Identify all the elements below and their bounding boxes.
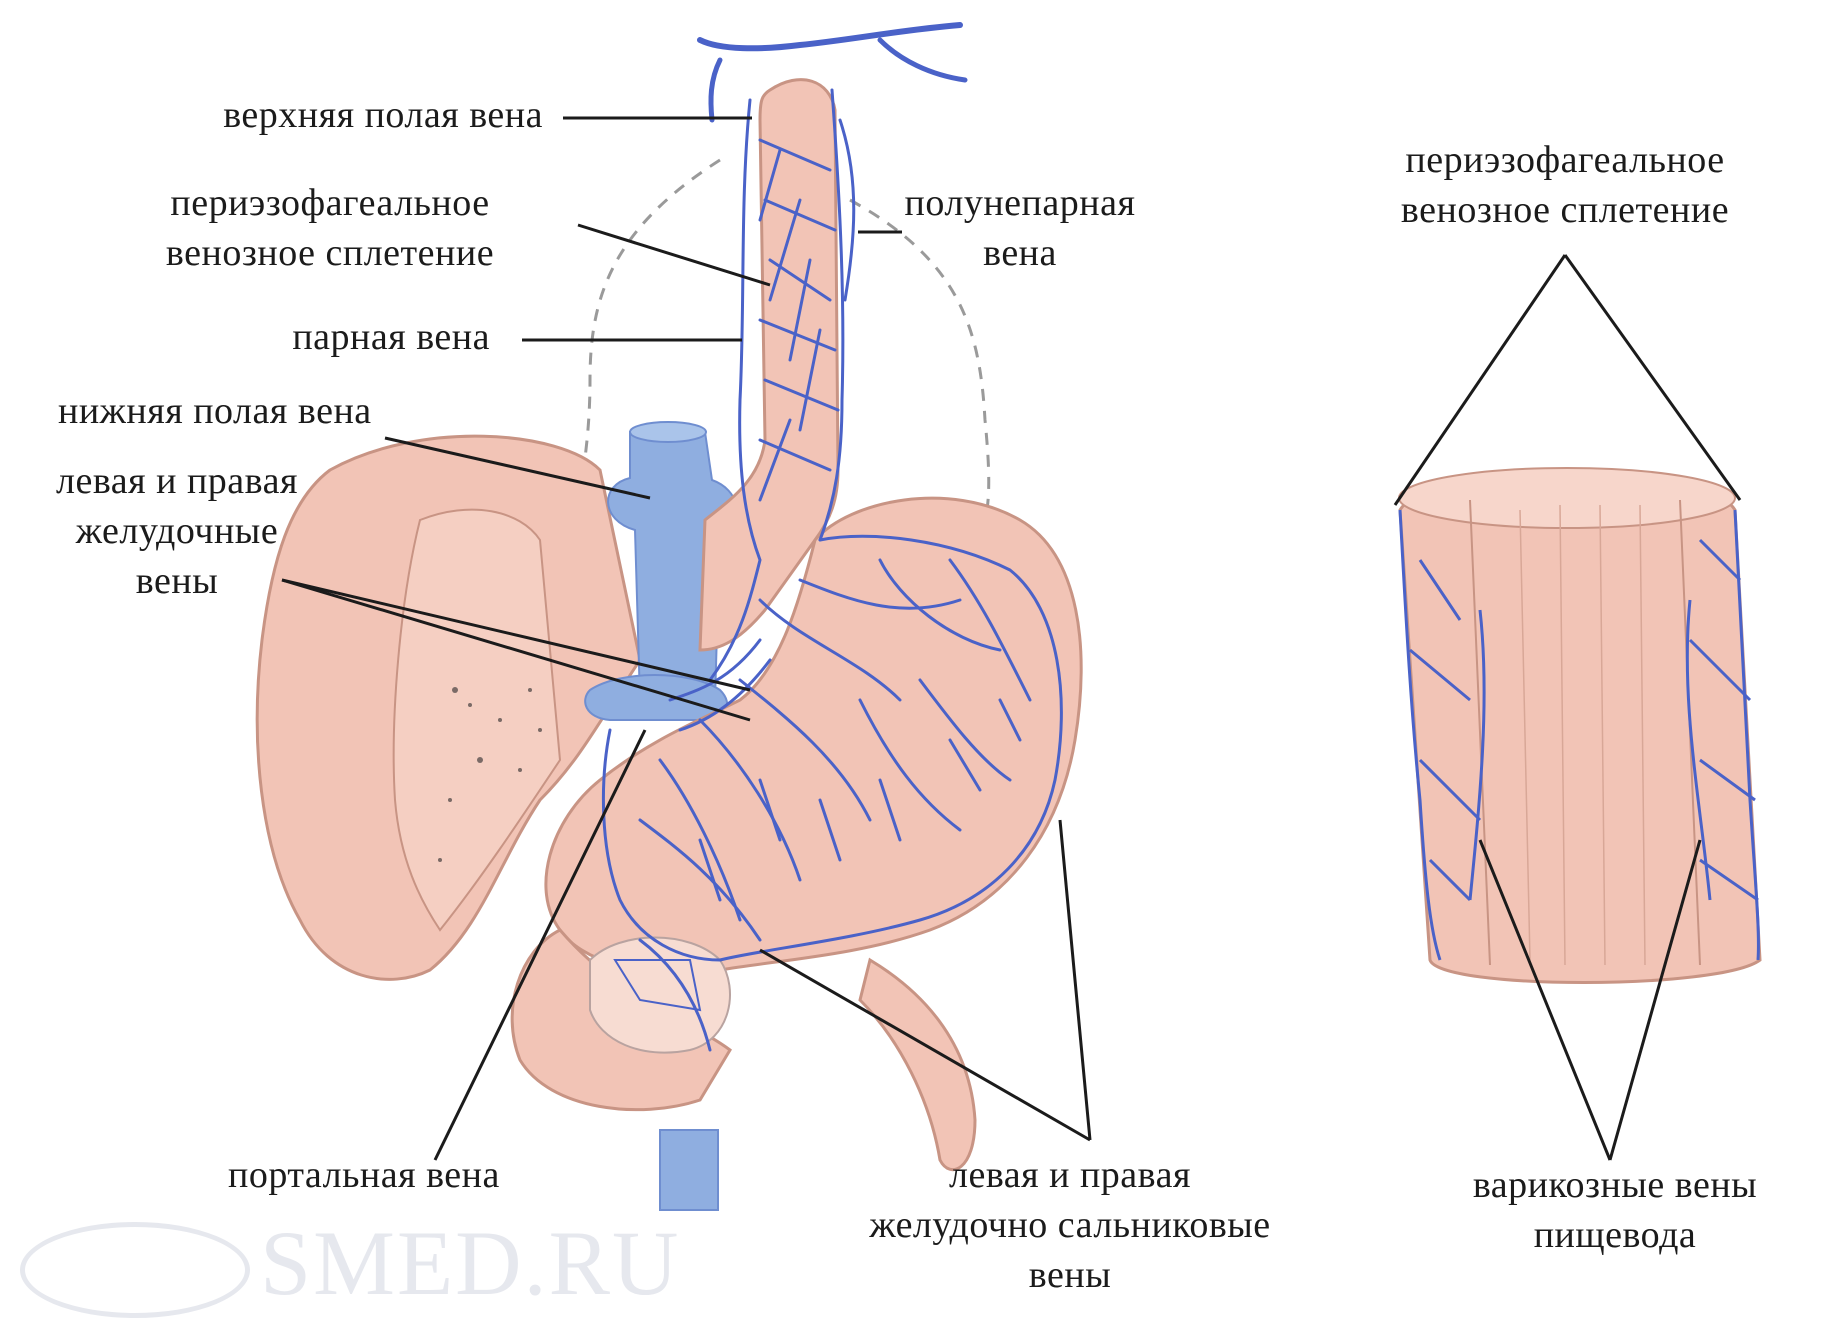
label-gastroepiploic-veins-line-3: вены [790, 1250, 1350, 1300]
label-gastric-veins: левая и правая желудочные вены [12, 456, 342, 606]
label-gastroepiploic-veins: левая и правая желудочно сальниковые вен… [790, 1150, 1350, 1300]
label-varicose-veins: варикозные вены пищевода [1390, 1160, 1825, 1260]
label-inferior-vena-cava: нижняя полая вена [58, 386, 372, 436]
label-plexus-right-line-1: периэзофагеальное [1330, 135, 1800, 185]
label-periesophageal-plexus: периэзофагеальное венозное сплетение [100, 178, 560, 278]
label-gastroepiploic-veins-line-2: желудочно сальниковые [790, 1200, 1350, 1250]
label-gastric-veins-line-1: левая и правая [12, 456, 342, 506]
label-varicose-veins-line-1: варикозные вены [1390, 1160, 1825, 1210]
label-gastric-veins-line-3: вены [12, 556, 342, 606]
label-gastroepiploic-veins-line-1: левая и правая [790, 1150, 1350, 1200]
label-plexus-right-line-2: венозное сплетение [1330, 185, 1800, 235]
label-periesophageal-plexus-line-2: венозное сплетение [100, 228, 560, 278]
watermark: SMED.RU [260, 1210, 680, 1316]
label-plexus-right: периэзофагеальное венозное сплетение [1330, 135, 1800, 235]
label-azygos-vein: парная вена [292, 312, 490, 362]
label-hemiazygos-vein-line-1: полунепарная [860, 178, 1180, 228]
watermark-logo [20, 1222, 250, 1318]
label-varicose-veins-line-2: пищевода [1390, 1210, 1825, 1260]
label-periesophageal-plexus-line-1: периэзофагеальное [100, 178, 560, 228]
label-superior-vena-cava: верхняя полая вена [223, 90, 543, 140]
label-portal-vein: портальная вена [228, 1150, 500, 1200]
label-gastric-veins-line-2: желудочные [12, 506, 342, 556]
pancreas [590, 938, 730, 1053]
label-hemiazygos-vein-line-2: вена [860, 228, 1180, 278]
esophagus-section [1399, 468, 1760, 983]
label-hemiazygos-vein: полунепарная вена [860, 178, 1180, 278]
